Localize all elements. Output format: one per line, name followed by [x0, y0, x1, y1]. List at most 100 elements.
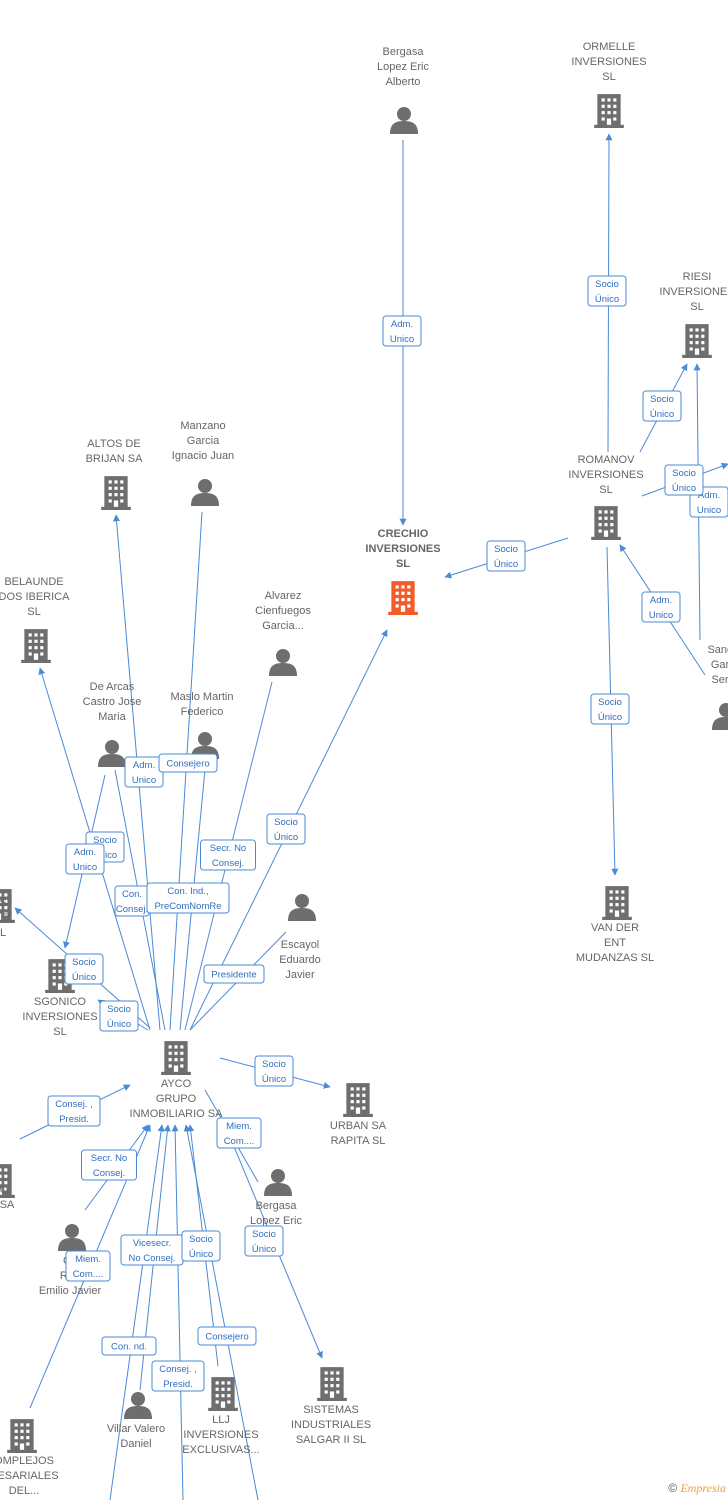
edge-label-box[interactable]: Secr. No Consej.	[200, 839, 256, 871]
node-label: SALGAR II SL	[296, 1434, 366, 1446]
edge-label-box[interactable]: Vicesecr.No Consej.	[120, 1234, 184, 1266]
node-label: SISTEMAS	[303, 1404, 359, 1416]
node-label: Maslo Martin	[171, 691, 234, 703]
edge-label-text: PreComNomRe	[154, 901, 221, 912]
edge-label-box[interactable]: Con. nd.	[101, 1336, 157, 1356]
edge-label-box[interactable]: Adm. Unico	[124, 756, 164, 788]
node-label: AYCO	[161, 1078, 192, 1090]
edge-label-box[interactable]: Consej. ,Presid.	[151, 1360, 205, 1392]
edge-label-frame	[65, 1250, 111, 1282]
edge-label-frame	[641, 591, 681, 623]
edge-label-text: Único	[494, 559, 518, 570]
edge-label-text: Único	[93, 850, 117, 861]
edge-label-box[interactable]: Miem.Com....	[65, 1250, 111, 1282]
node-label: Bergasa	[383, 46, 425, 58]
node-label: BRIJAN SA	[86, 453, 144, 465]
edge-label-box[interactable]: Consejero	[197, 1326, 257, 1346]
node-label: URBAN SA	[330, 1120, 387, 1132]
edge-label-box[interactable]: Con.Consej.	[114, 885, 150, 917]
edge-label-text: Miem.	[226, 1121, 252, 1132]
node-left_s[interactable]: SDELL	[0, 889, 15, 939]
building-icon	[591, 506, 621, 540]
edge-label-text: Único	[262, 1074, 286, 1085]
node-complejos[interactable]: OMPLEJOSRESARIALESDEL...	[0, 1419, 59, 1497]
edge-label-text: Secr. No	[210, 843, 246, 854]
node-label: Escayol	[281, 939, 320, 951]
edge-label-text: Unico	[73, 862, 97, 873]
node-left_sa[interactable]: OI SA	[0, 1164, 15, 1211]
edge-label-text: Adm.	[133, 760, 155, 771]
edge-label-text: Único	[72, 972, 96, 983]
person-icon	[264, 1169, 292, 1196]
edge-label-frame	[203, 964, 265, 984]
edge-label-text: Consej. ,	[55, 1099, 93, 1110]
edge-label-frame	[158, 753, 218, 773]
edge-label-frame	[216, 1117, 262, 1149]
edge-label-box[interactable]: Presidente	[203, 964, 265, 984]
person-icon	[712, 703, 728, 730]
node-llj[interactable]: LLJINVERSIONESEXCLUSIVAS...	[182, 1377, 260, 1456]
edge-label-text: Consejero	[205, 1332, 248, 1343]
edge-label-frame	[99, 1000, 139, 1032]
copyright-notice: © Empresia	[668, 1481, 726, 1496]
edge-label-box[interactable]: Adm.Unico	[65, 843, 105, 875]
edge-label-box[interactable]: Adm.Unico	[382, 315, 422, 347]
edge-label-frame	[146, 882, 230, 914]
edge-label-box[interactable]: Consej. , Presid.	[47, 1095, 101, 1127]
edge-label-frame	[200, 839, 256, 871]
edge-label-box[interactable]: Miem.Com....	[216, 1117, 262, 1149]
edge-label-box[interactable]: Consejero	[158, 753, 218, 773]
edge-label-box[interactable]: Con. Ind.,PreComNomRe	[146, 882, 230, 914]
edge-label-text: Socio	[672, 468, 696, 479]
building-icon	[21, 629, 51, 663]
edge-line	[171, 1124, 184, 1500]
edge-label-frame	[181, 1230, 221, 1262]
node-sanc[interactable]: SancGarSer	[707, 644, 728, 730]
node-label: Manzano	[180, 420, 225, 432]
edge-label-frame	[244, 1225, 284, 1257]
edge-label-text: Presid.	[59, 1114, 89, 1125]
edge-label-text: Adm.	[698, 490, 720, 501]
person-icon	[124, 1392, 152, 1419]
node-label: VAN DER	[591, 922, 639, 934]
node-label: RESARIALES	[0, 1470, 59, 1482]
node-alvarez[interactable]: AlvarezCienfuegosGarcia...	[255, 590, 311, 676]
edge-label-text: No Consej.	[129, 1253, 176, 1264]
edge-label-box[interactable]: Adm.Unico	[641, 591, 681, 623]
edge-label-text: Socio	[72, 957, 96, 968]
edge-label-text: Consej.	[212, 858, 244, 869]
node-label: L	[0, 927, 6, 939]
person-icon	[98, 740, 126, 767]
edge-label-text: Unico	[132, 775, 156, 786]
